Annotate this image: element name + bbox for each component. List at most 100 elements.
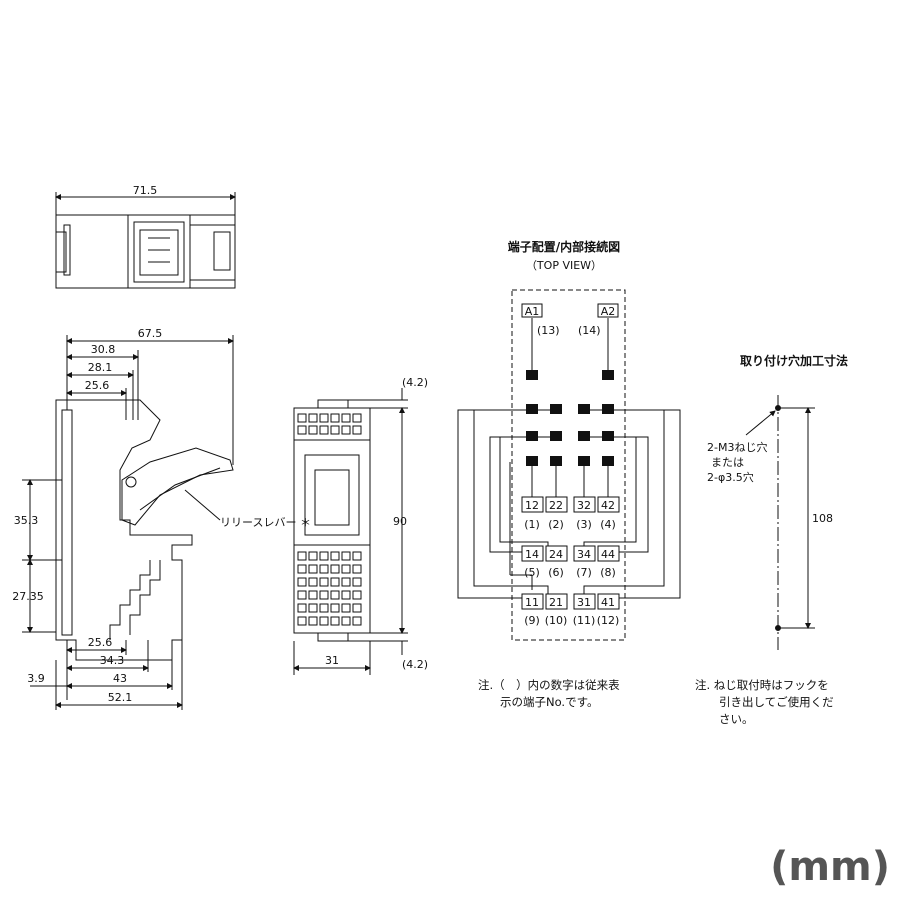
terminal-screw	[330, 590, 340, 600]
contact-pad	[578, 431, 590, 441]
terminal-screw	[341, 577, 351, 587]
terminal-screw	[352, 564, 362, 574]
terminal-14-old: (5)	[524, 566, 540, 579]
mounting-title: 取り付け穴加工寸法	[740, 353, 848, 368]
terminal-screw	[330, 425, 340, 435]
terminal-screw	[319, 577, 329, 587]
terminal-31-old: (11)	[573, 614, 596, 627]
contact-pad	[602, 370, 614, 380]
terminal-screw	[319, 425, 329, 435]
terminal-11-label: 11	[525, 596, 539, 609]
terminal-screw	[341, 551, 351, 561]
terminal-screw	[308, 425, 318, 435]
terminal-box	[521, 545, 544, 562]
terminal-screw	[319, 603, 329, 613]
front-top-offset-label: (4.2)	[402, 376, 428, 389]
terminal-screw	[352, 425, 362, 435]
dim-52-1: 52.1	[108, 691, 133, 704]
contact-pad	[526, 404, 538, 414]
terminal-screw	[330, 413, 340, 423]
terminal-screw	[341, 564, 351, 574]
wiring-contact-pads	[526, 370, 614, 466]
mounting-hole-line2: または	[711, 456, 744, 469]
terminal-22-old: (2)	[548, 518, 564, 531]
terminal-box	[573, 496, 596, 513]
terminal-24-label: 24	[549, 548, 563, 561]
terminal-a1-old: (13)	[537, 324, 560, 337]
terminal-screw	[341, 425, 351, 435]
terminal-box	[597, 545, 620, 562]
terminal-screw	[297, 616, 307, 626]
terminal-box	[545, 545, 568, 562]
wiring-note-line2: 示の端子No.です。	[500, 695, 598, 709]
terminal-a2-box	[597, 303, 619, 318]
wiring-title: 端子配置/内部接続図	[508, 239, 620, 254]
terminal-32-label: 32	[577, 499, 591, 512]
mounting-note-line1: 注. ねじ取付時はフックを	[695, 678, 829, 692]
contact-pad	[578, 456, 590, 466]
terminal-screw	[352, 413, 362, 423]
terminal-screw	[319, 616, 329, 626]
terminal-screw	[352, 603, 362, 613]
contact-pad	[526, 456, 538, 466]
unit-label: (mm)	[770, 844, 890, 890]
terminal-screw	[341, 590, 351, 600]
front-height-label: 90	[393, 515, 407, 528]
terminal-screw	[319, 413, 329, 423]
terminal-row-com: 11 21 31 41 (9) (10) (11) (12)	[521, 593, 620, 627]
terminal-screw	[308, 590, 318, 600]
release-lever-label: リリースレバー ＊	[220, 516, 311, 529]
terminal-screw	[341, 616, 351, 626]
terminal-row-nc: 12 22 32 42 (1) (2) (3) (4)	[521, 496, 620, 531]
mounting-pitch-label: 108	[812, 512, 833, 525]
dim-30-8: 30.8	[91, 343, 116, 356]
terminal-32-old: (3)	[576, 518, 592, 531]
front-terminal-grid	[297, 413, 362, 626]
terminal-screw	[330, 564, 340, 574]
terminal-screw	[330, 577, 340, 587]
terminal-screw	[297, 603, 307, 613]
terminal-34-old: (7)	[576, 566, 592, 579]
dim-67-5: 67.5	[138, 327, 163, 340]
terminal-42-old: (4)	[600, 518, 616, 531]
terminal-41-old: (12)	[597, 614, 620, 627]
terminal-box	[597, 496, 620, 513]
terminal-screw	[319, 551, 329, 561]
dim-28-1: 28.1	[88, 361, 113, 374]
dim-3-9: 3.9	[27, 672, 45, 685]
terminal-box	[597, 593, 620, 610]
wiring-subtitle: （TOP VIEW）	[526, 259, 602, 272]
dim-27-35: 27.35	[12, 590, 44, 603]
front-view	[293, 388, 408, 675]
dim-35-3: 35.3	[14, 514, 39, 527]
side-view	[22, 335, 234, 710]
contact-pad	[526, 370, 538, 380]
terminal-box	[545, 496, 568, 513]
terminal-screw	[297, 590, 307, 600]
contact-pad	[602, 404, 614, 414]
terminal-22-label: 22	[549, 499, 563, 512]
terminal-41-label: 41	[601, 596, 615, 609]
terminal-21-label: 21	[549, 596, 563, 609]
mounting-hole-line3: 2-φ3.5穴	[707, 470, 754, 484]
terminal-screw	[297, 551, 307, 561]
contact-pad	[578, 404, 590, 414]
terminal-screw	[330, 603, 340, 613]
terminal-screw	[330, 616, 340, 626]
terminal-screw	[341, 413, 351, 423]
wiring-note-line1: 注.（ ）内の数字は従来表	[478, 678, 620, 692]
terminal-a2-label: A2	[601, 305, 616, 318]
terminal-a1-label: A1	[525, 305, 540, 318]
terminal-screw	[308, 564, 318, 574]
dim-43: 43	[113, 672, 127, 685]
wiring-diagram	[457, 289, 681, 641]
terminal-screw	[352, 551, 362, 561]
terminal-box	[573, 593, 596, 610]
terminal-screw	[308, 616, 318, 626]
terminal-box	[573, 545, 596, 562]
mounting-note-line3: さい。	[719, 712, 754, 726]
terminal-screw	[341, 603, 351, 613]
contact-pad	[602, 456, 614, 466]
mounting-note-line2: 引き出してご使用くだ	[719, 695, 834, 709]
